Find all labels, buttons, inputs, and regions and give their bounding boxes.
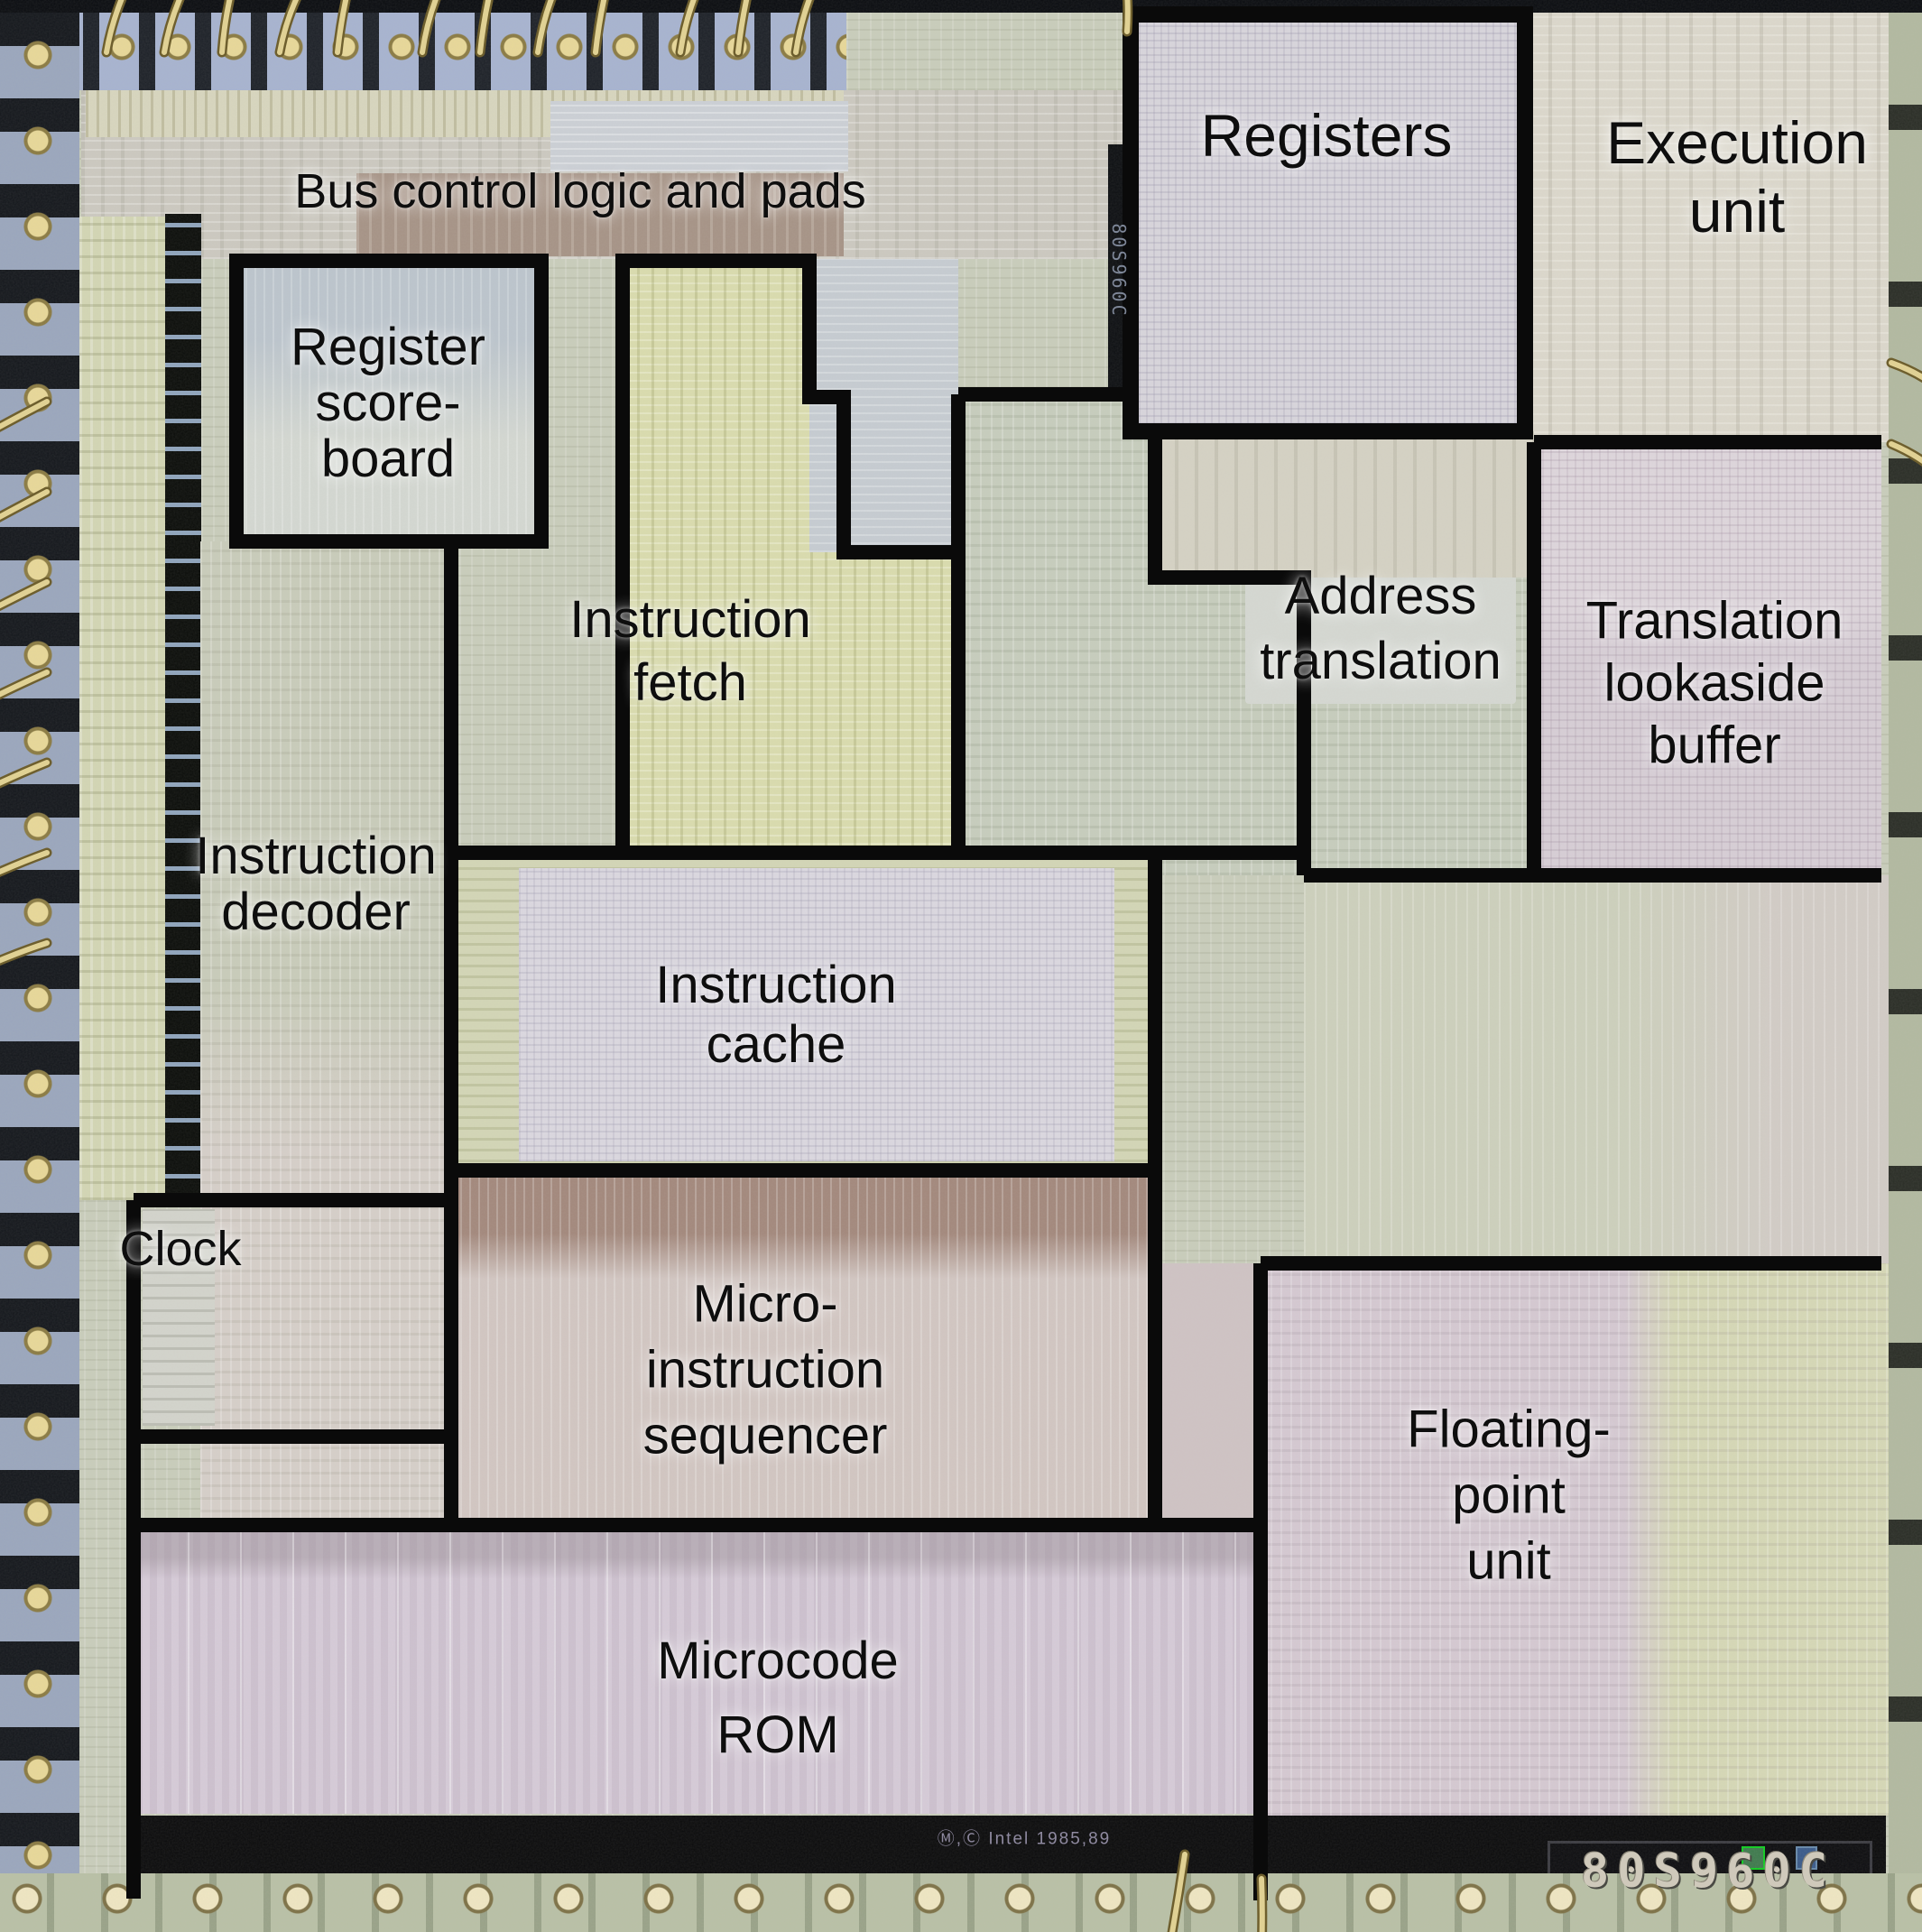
- bond-wire: [104, 0, 125, 55]
- bond-wire: [219, 0, 233, 55]
- die-part-number: 80S960C: [1580, 1844, 1836, 1899]
- die-part-number-side: 80S960C: [1108, 223, 1130, 319]
- bond-wire: [0, 940, 50, 964]
- bond-wire: [1124, 0, 1131, 34]
- label-register-scoreboard: Register score- board: [291, 318, 485, 488]
- bond-wire: [535, 0, 554, 55]
- bond-wire: [1259, 1876, 1265, 1932]
- bond-wire: [162, 0, 182, 55]
- label-address-translation: Address translation: [1260, 567, 1502, 690]
- bond-wire: [0, 850, 50, 875]
- label-instruction-cache: Instruction cache: [655, 956, 897, 1074]
- region-outlines: [126, 6, 1881, 1900]
- bond-wire: [593, 0, 607, 55]
- bond-wire: [0, 579, 50, 609]
- bond-wire: [1889, 360, 1922, 381]
- bond-wire: [793, 0, 812, 55]
- label-clock: Clock: [119, 1222, 242, 1276]
- label-tlb: Translation lookaside buffer: [1585, 591, 1843, 775]
- bond-wire: [0, 399, 50, 430]
- outline-instruction-fetch: [615, 254, 958, 853]
- die-copyright-marking: Ⓜ,Ⓒ Intel 1985,89: [937, 1829, 1112, 1849]
- label-instruction-decoder: Instruction decoder: [195, 827, 437, 941]
- bond-wire: [420, 0, 439, 55]
- outline-register-scoreboard: [229, 254, 549, 549]
- label-microinstruction-sequencer: Micro- instruction sequencer: [642, 1274, 888, 1465]
- label-registers: Registers: [1200, 102, 1453, 169]
- bond-wire: [277, 0, 300, 55]
- outline-registers: [1123, 6, 1533, 439]
- label-bus-control: Bus control logic and pads: [294, 164, 866, 218]
- bond-wire: [477, 0, 492, 55]
- bond-wire: [735, 0, 750, 55]
- label-execution-unit: Execution unit: [1606, 109, 1868, 245]
- outline-address-right: [1148, 431, 1311, 875]
- bond-wire: [0, 760, 50, 786]
- bond-wire: [335, 0, 349, 55]
- bond-wire: [678, 0, 697, 55]
- label-floating-point-unit: Floating- point unit: [1407, 1400, 1611, 1591]
- bond-wire: [0, 670, 50, 698]
- bond-wire: [1169, 1852, 1187, 1932]
- label-microcode-rom: Microcode ROM: [657, 1632, 899, 1764]
- bond-wire: [1889, 441, 1922, 464]
- bond-wire: [0, 489, 50, 521]
- label-instruction-fetch: Instruction fetch: [569, 590, 811, 712]
